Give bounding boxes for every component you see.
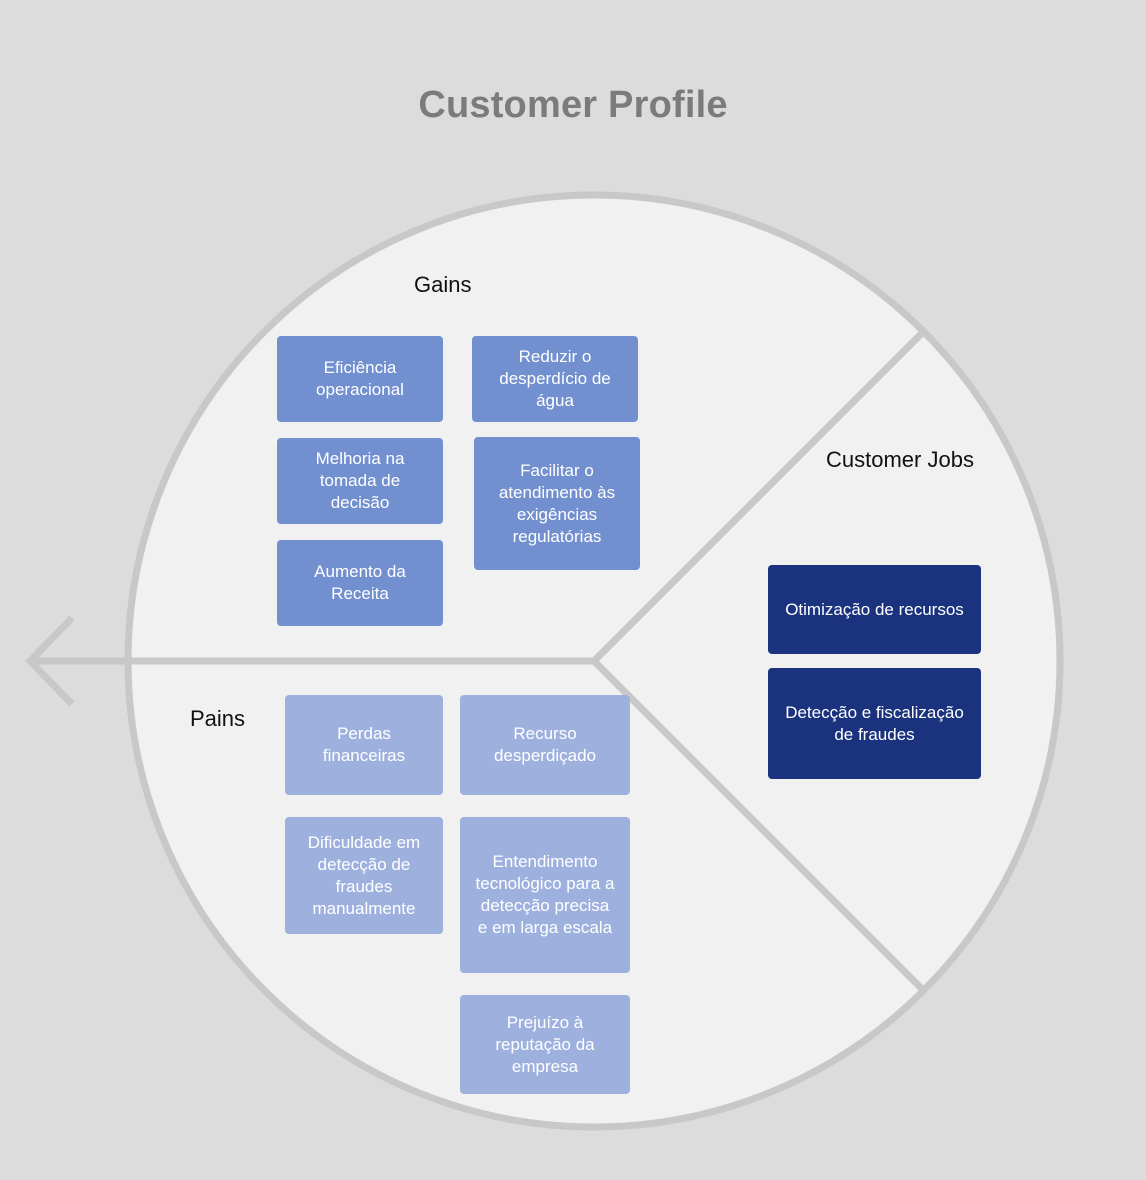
pain-card: Perdas financeiras — [285, 695, 443, 795]
pain-card-text: Recurso desperdiçado — [493, 724, 597, 765]
gain-card: Aumento da Receita — [277, 540, 443, 626]
gain-card-text: Facilitar o atendimento às exigências re… — [498, 460, 616, 546]
pain-card: Entendimento tecnológico para a detecção… — [460, 817, 630, 973]
pain-card-text: Entendimento tecnológico para a detecção… — [475, 852, 615, 937]
gain-card-text: Aumento da Receita — [314, 562, 406, 603]
pain-card-text: Dificuldade em detecção de fraudes manua… — [307, 832, 421, 918]
gain-card-text: Melhoria na tomada de decisão — [315, 449, 405, 512]
job-card-text: Detecção e fiscalização de fraudes — [785, 702, 964, 744]
pain-card: Recurso desperdiçado — [460, 695, 630, 795]
pains-label: Pains — [190, 706, 246, 731]
gain-card: Facilitar o atendimento às exigências re… — [474, 437, 640, 570]
gain-card-text: Reduzir o desperdício de água — [499, 347, 611, 410]
pain-card-text: Prejuízo à reputação da empresa — [495, 1012, 595, 1076]
pain-card: Prejuízo à reputação da empresa — [460, 995, 630, 1094]
divider-lower — [591, 658, 924, 991]
gain-card: Eficiência operacional — [277, 336, 443, 422]
job-card: Otimização de recursos — [768, 565, 981, 654]
gains-label: Gains — [414, 272, 472, 297]
gain-card: Reduzir o desperdício de água — [472, 336, 638, 422]
gain-card: Melhoria na tomada de decisão — [277, 438, 443, 524]
job-card-text: Otimização de recursos — [785, 599, 964, 619]
pain-card: Dificuldade em detecção de fraudes manua… — [285, 817, 443, 934]
job-card: Detecção e fiscalização de fraudes — [768, 668, 981, 779]
customer-jobs-label: Customer Jobs — [826, 447, 974, 472]
page-title: Customer Profile — [418, 84, 728, 126]
divider-upper — [591, 331, 924, 664]
pain-card-text: Perdas financeiras — [322, 724, 406, 765]
arrow-left-icon — [25, 615, 75, 707]
gain-card-text: Eficiência operacional — [316, 358, 404, 399]
